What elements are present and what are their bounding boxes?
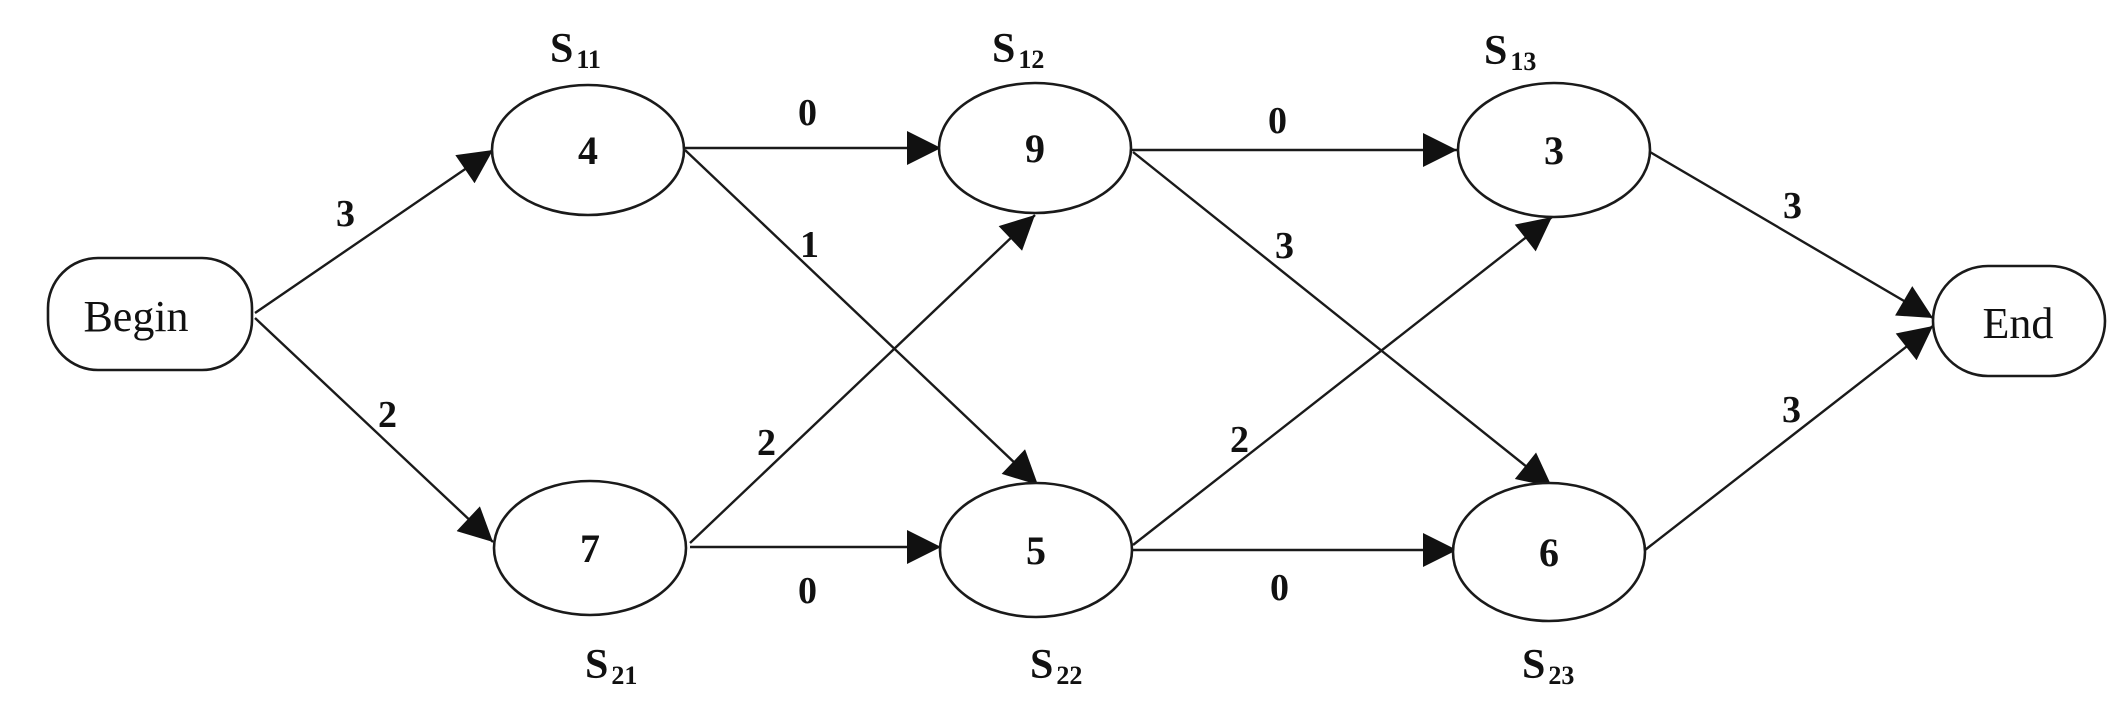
state-node-s12-value: 9 [1025,126,1045,171]
weight-begin-s21: 2 [378,394,397,436]
weight-s13-end: 3 [1783,185,1802,227]
weight-s12-s23: 3 [1275,225,1294,267]
state-node-s11-value: 4 [578,128,598,173]
weight-s12-s13: 0 [1268,100,1287,142]
weight-s11-s22: 1 [800,224,819,266]
begin-label: Begin [83,292,188,341]
begin-node-shape [46,256,254,372]
weight-begin-s11: 3 [336,193,355,235]
edge-s21-s12 [689,214,1036,544]
weight-s11-s12: 0 [798,92,817,134]
edge-weights: 3 2 0 1 2 0 0 3 2 0 3 3 [336,92,1802,612]
end-node-shape [1931,264,2107,378]
edge-s12-s23 [1132,151,1553,488]
end-node: End [1931,264,2107,378]
state-node-s12-shape [937,81,1133,215]
state-node-s13-value: 3 [1544,128,1564,173]
state-node-s22-value: 5 [1026,528,1046,573]
edge-s13-end [1649,150,1934,320]
edge-s11-s22 [684,149,1039,486]
end-label: End [1983,299,2054,348]
edge-begin-s11 [254,149,494,314]
state-node-s11-shape [490,83,686,217]
edge-s23-end [1644,325,1934,551]
weight-s22-s13: 2 [1230,419,1249,461]
state-node-s23-value: 6 [1539,530,1559,575]
state-node-s21-shape [492,479,688,617]
state-node-s23-shape [1451,481,1647,623]
edge-begin-s21 [254,317,494,543]
state-node-s21-value: 7 [580,526,600,571]
weight-s22-s23: 0 [1270,567,1289,609]
begin-node: Begin [46,256,254,372]
weight-s21-s12: 2 [757,422,776,464]
state-node-s13-shape [1456,81,1652,219]
edge-s22-s13 [1132,216,1553,546]
edges [254,131,1934,567]
state-node-s22-shape [938,481,1134,619]
weight-s21-s22: 0 [798,570,817,612]
weight-s23-end: 3 [1782,389,1801,431]
